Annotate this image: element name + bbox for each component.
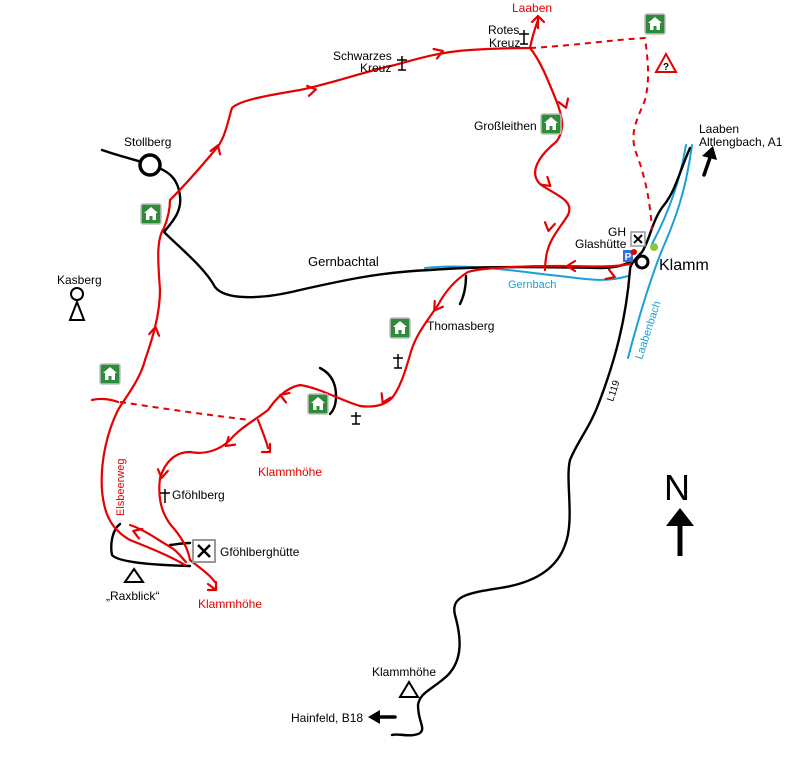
- hut-icon: [99, 363, 121, 385]
- label-klammhoehe-low: Klammhöhe: [198, 597, 262, 611]
- trail-dashed-elsbeer: [119, 401, 251, 421]
- label-altlengbach: Altlengbach, A1: [699, 135, 783, 149]
- labels: Laaben Rotes Kreuz Schwarzes Kreuz Großl…: [57, 1, 783, 725]
- trail-laaben-spur: [528, 18, 540, 50]
- svg-text:?: ?: [663, 62, 669, 73]
- north-arrow-icon: [666, 508, 694, 556]
- trail-thomasberg-gfoehl: [158, 383, 362, 562]
- trail-gfoehl-klammhoehe: [188, 558, 217, 584]
- trail-gfoehl-cross: [128, 523, 188, 564]
- label-klammhoehe-mid: Klammhöhe: [258, 465, 322, 479]
- warning-icon: ?: [654, 51, 678, 73]
- hut-icon: [307, 393, 329, 415]
- exit-arrows: [206, 14, 546, 592]
- trail-stollberg-ridge: [168, 46, 532, 202]
- cross-icon: [160, 489, 170, 503]
- summit-icon: [123, 567, 145, 583]
- trails: [90, 18, 632, 584]
- cross-icon: [397, 56, 407, 71]
- direction-arrows: [368, 146, 717, 724]
- label-schwarzes-kreuz-2: Kreuz: [360, 61, 391, 75]
- hut-icon: [389, 317, 411, 339]
- label-glashuette: Glashütte: [575, 237, 627, 251]
- label-raxblick: „Raxblick“: [106, 589, 159, 603]
- cross-icon: [393, 354, 403, 369]
- restaurant-icon: [192, 539, 216, 563]
- label-stollberg: Stollberg: [124, 135, 171, 149]
- klamm-marker: [634, 254, 650, 270]
- trail-arrow: [221, 435, 237, 451]
- hut-icon: [644, 13, 666, 35]
- label-klammhoehe-summit: Klammhöhe: [372, 665, 436, 679]
- label-gfoehlberghuette: Gföhlberghütte: [220, 545, 300, 559]
- laabenbach-river: [627, 144, 693, 359]
- label-l119: L119: [605, 379, 622, 403]
- cross-icon: [351, 412, 361, 425]
- road-gfoehl-junction: [168, 541, 192, 547]
- trail-arrow: [542, 221, 556, 233]
- road-l119: [390, 146, 692, 737]
- stollberg-marker: [138, 153, 162, 177]
- arrow-hainfeld-head: [368, 710, 380, 724]
- info-dot: [650, 243, 658, 251]
- road-raxblick: [110, 522, 192, 568]
- crosses: [160, 30, 529, 503]
- road-gernbachtal: [148, 163, 632, 299]
- trail-arrow: [557, 97, 572, 111]
- label-gernbachtal: Gernbachtal: [308, 254, 379, 269]
- cross-icon: [519, 30, 529, 45]
- hut-icon: [140, 203, 162, 225]
- trail-to-klammhoehe-mid: [256, 418, 270, 450]
- arrow-altlengbach-head: [702, 146, 717, 160]
- exit-arrow-klammhoehe-mid: [260, 442, 272, 454]
- roads: [100, 146, 692, 737]
- trail-rotes-grossleithen: [528, 46, 571, 272]
- label-kasberg: Kasberg: [57, 273, 102, 287]
- label-elsbeerweg: Elsbeerweg: [115, 459, 127, 516]
- label-rotes-kreuz-1: Rotes: [488, 23, 519, 37]
- label-laaben-right: Laaben: [699, 122, 739, 136]
- trail-main-loop-north: [100, 198, 187, 567]
- rivers: [424, 144, 693, 359]
- label-grossleithen: Großleithen: [474, 119, 537, 133]
- exit-arrow-laaben: [530, 14, 546, 30]
- trail-dashed-rotes-kreuz: [529, 36, 653, 231]
- label-gfoehlberg: Gföhlberg: [172, 488, 225, 502]
- lookout-tower-icon: [68, 287, 86, 321]
- parking-icon: P: [623, 250, 633, 263]
- gernbach-river: [424, 265, 629, 281]
- trail-arrow: [432, 45, 446, 60]
- red-dot: [631, 249, 637, 255]
- label-north: N: [664, 467, 690, 508]
- exit-arrow-klammhoehe-low: [206, 580, 218, 592]
- label-klamm: Klamm: [659, 257, 709, 274]
- label-laaben-top: Laaben: [512, 1, 552, 15]
- trail-elsbeer-west: [90, 397, 120, 404]
- label-hainfeld: Hainfeld, B18: [291, 711, 363, 725]
- svg-text:P: P: [625, 252, 632, 263]
- label-gernbach: Gernbach: [508, 279, 556, 291]
- label-schwarzes-kreuz-1: Schwarzes: [333, 49, 392, 63]
- restaurant-icon: [630, 231, 646, 247]
- summit-icon: [398, 680, 420, 698]
- laabenbach-river-2: [651, 144, 687, 245]
- label-laabenbach: Laabenbach: [633, 300, 663, 361]
- dashed-trails: [119, 36, 653, 421]
- label-gh: GH: [608, 225, 626, 239]
- road-thomasberg-spur: [458, 274, 468, 306]
- hut-icon: [540, 113, 562, 135]
- trail-klamm-thomasberg: [358, 262, 632, 408]
- label-thomasberg: Thomasberg: [427, 319, 494, 333]
- label-rotes-kreuz-2: Kreuz: [489, 36, 520, 50]
